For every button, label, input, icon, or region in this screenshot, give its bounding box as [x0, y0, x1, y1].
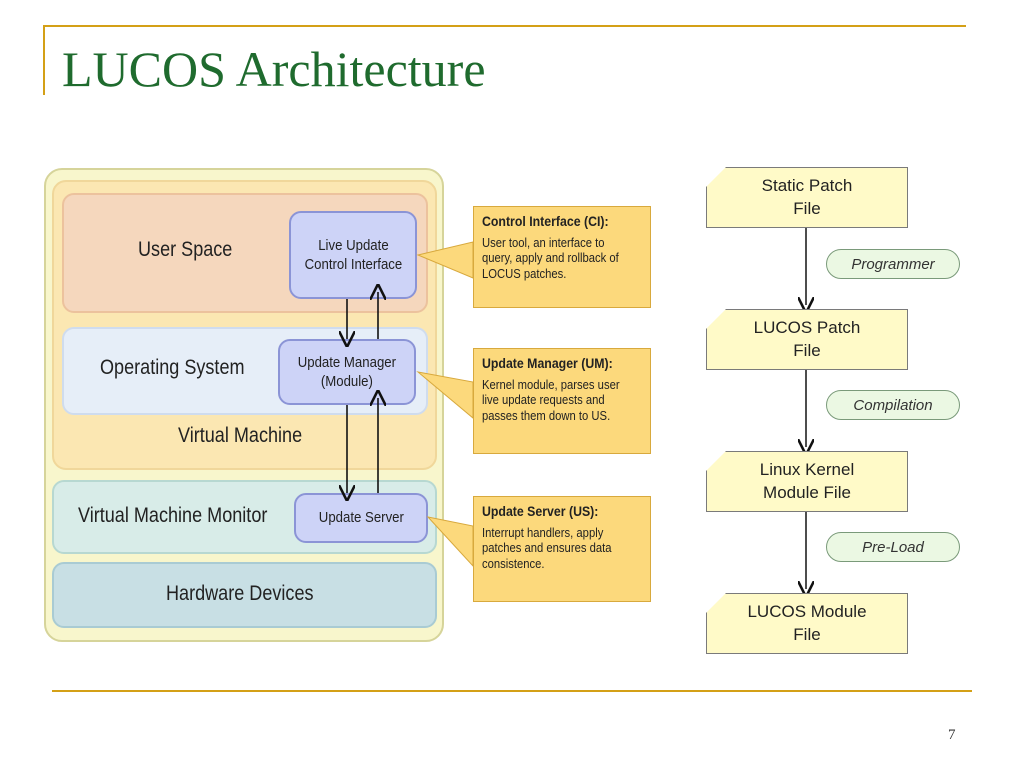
callout-us-body: Interrupt handlers, apply patches and en…: [482, 525, 612, 571]
hardware-layer: [52, 562, 437, 628]
vmm-label: Virtual Machine Monitor: [78, 504, 268, 527]
virtual-machine-label: Virtual Machine: [178, 424, 303, 447]
live-update-control-interface: Live Update Control Interface: [289, 211, 417, 299]
left-rule: [43, 25, 45, 95]
page-number: 7: [948, 727, 956, 743]
callout-um-body: Kernel module, parses user live update r…: [482, 377, 620, 423]
callout-update-server: Update Server (US): Interrupt handlers, …: [473, 496, 651, 602]
callout-um-heading: Update Manager (UM):: [482, 355, 613, 371]
callout-pointer-um: [416, 371, 474, 420]
user-space-label: User Space: [138, 238, 233, 261]
update-server: Update Server: [294, 493, 428, 543]
flow-file-linux-kernel-module: Linux Kernel Module File: [706, 451, 908, 512]
callout-ci-body: User tool, an interface to query, apply …: [482, 235, 619, 281]
callout-control-interface: Control Interface (CI): User tool, an in…: [473, 206, 651, 308]
flow-file-static-patch: Static Patch File: [706, 167, 908, 228]
operating-system-label: Operating System: [100, 356, 245, 379]
flow-step-programmer: Programmer: [826, 249, 960, 279]
top-rule: [44, 25, 966, 27]
slide-title: LUCOS Architecture: [62, 41, 486, 97]
callout-pointer-us: [426, 516, 474, 568]
flow-step-compilation: Compilation: [826, 390, 960, 420]
callout-update-manager: Update Manager (UM): Kernel module, pars…: [473, 348, 651, 454]
callout-ci-heading: Control Interface (CI):: [482, 213, 609, 229]
callout-us-heading: Update Server (US):: [482, 503, 599, 519]
flow-file-lucos-module: LUCOS Module File: [706, 593, 908, 654]
flow-file-lucos-patch: LUCOS Patch File: [706, 309, 908, 370]
hardware-label: Hardware Devices: [166, 582, 314, 605]
flow-step-preload: Pre-Load: [826, 532, 960, 562]
bottom-rule: [52, 690, 972, 692]
callout-pointer-ci: [416, 241, 474, 279]
